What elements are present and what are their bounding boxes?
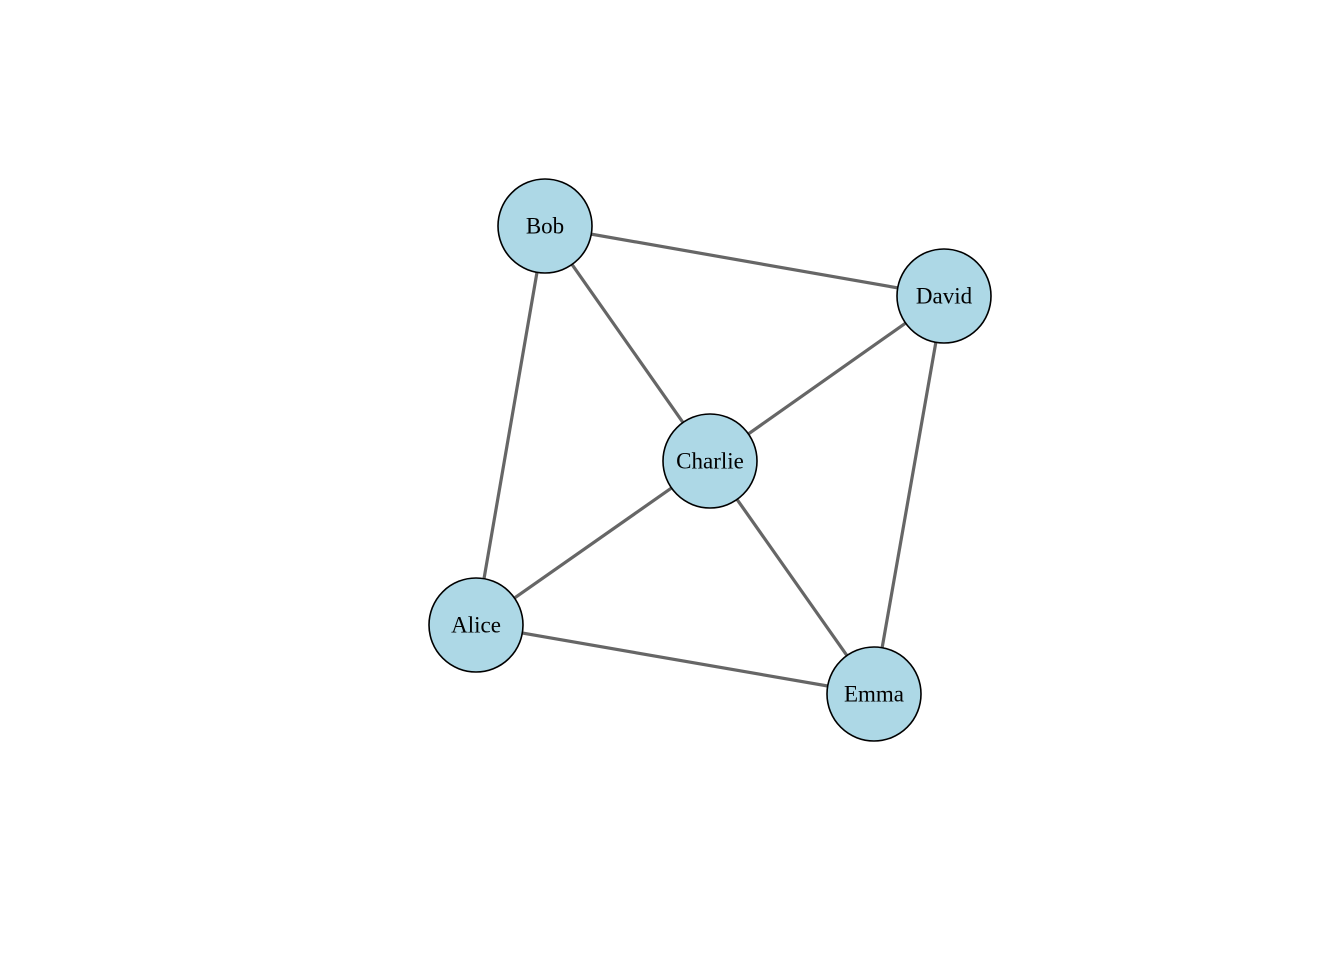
edge-alice-emma <box>475 623 875 696</box>
node-circle-bob[interactable] <box>497 178 593 274</box>
node-alice[interactable]: Alice <box>428 577 524 673</box>
edge-bob-alice <box>474 225 547 626</box>
node-charlie[interactable]: Charlie <box>662 413 758 509</box>
node-emma[interactable]: Emma <box>826 646 922 742</box>
edge-bob-charlie <box>543 225 712 462</box>
node-circle-emma[interactable] <box>826 646 922 742</box>
node-david[interactable]: David <box>896 248 992 344</box>
node-bob[interactable]: Bob <box>497 178 593 274</box>
node-circle-charlie[interactable] <box>662 413 758 509</box>
node-label-emma: Emma <box>844 682 904 707</box>
edge-bob-david <box>544 224 945 298</box>
edge-david-emma <box>872 295 946 695</box>
node-label-alice: Alice <box>451 613 501 638</box>
node-label-bob: Bob <box>526 214 564 239</box>
node-label-david: David <box>916 284 973 309</box>
node-label-charlie: Charlie <box>676 449 744 474</box>
node-circle-alice[interactable] <box>428 577 524 673</box>
node-circle-david[interactable] <box>896 248 992 344</box>
